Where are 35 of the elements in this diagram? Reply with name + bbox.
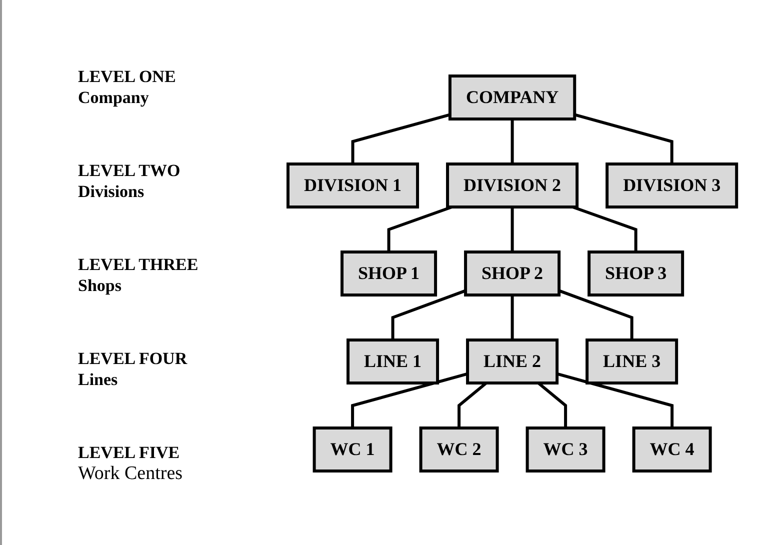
connector [350,372,468,428]
level-name: Lines [78,369,118,390]
connector [386,205,452,252]
connector [556,372,674,428]
node-box: DIVISION 1 [286,162,419,208]
node-box: SHOP 3 [587,250,684,296]
node-box: WC 3 [526,426,605,472]
connector [572,205,638,252]
level-name: Divisions [78,181,144,202]
connector [350,112,450,164]
node-box: WC 1 [312,426,392,472]
node-box: LINE 2 [466,338,558,384]
level-heading: LEVEL FIVE [78,442,180,463]
node-box: LINE 3 [585,338,678,384]
connector [558,288,634,340]
node-box: DIVISION 3 [605,162,738,208]
level-name: Work Centres [78,463,183,484]
node-box: DIVISION 2 [446,162,578,208]
node-box: SHOP 1 [340,250,437,296]
connector [510,294,514,340]
level-name: Shops [78,275,122,296]
node-box: LINE 1 [346,338,439,384]
level-heading: LEVEL FOUR [78,348,188,369]
node-box: WC 2 [419,426,498,472]
connector [510,118,514,164]
connector [574,112,674,164]
node-box: SHOP 2 [464,250,560,296]
level-heading: LEVEL THREE [78,254,198,275]
connector [510,206,514,252]
level-heading: LEVEL ONE [78,66,176,87]
level-heading: LEVEL TWO [78,160,180,181]
connector [390,288,466,340]
level-name: Company [78,87,149,108]
node-box: WC 4 [632,426,712,472]
node-box: COMPANY [448,74,576,120]
